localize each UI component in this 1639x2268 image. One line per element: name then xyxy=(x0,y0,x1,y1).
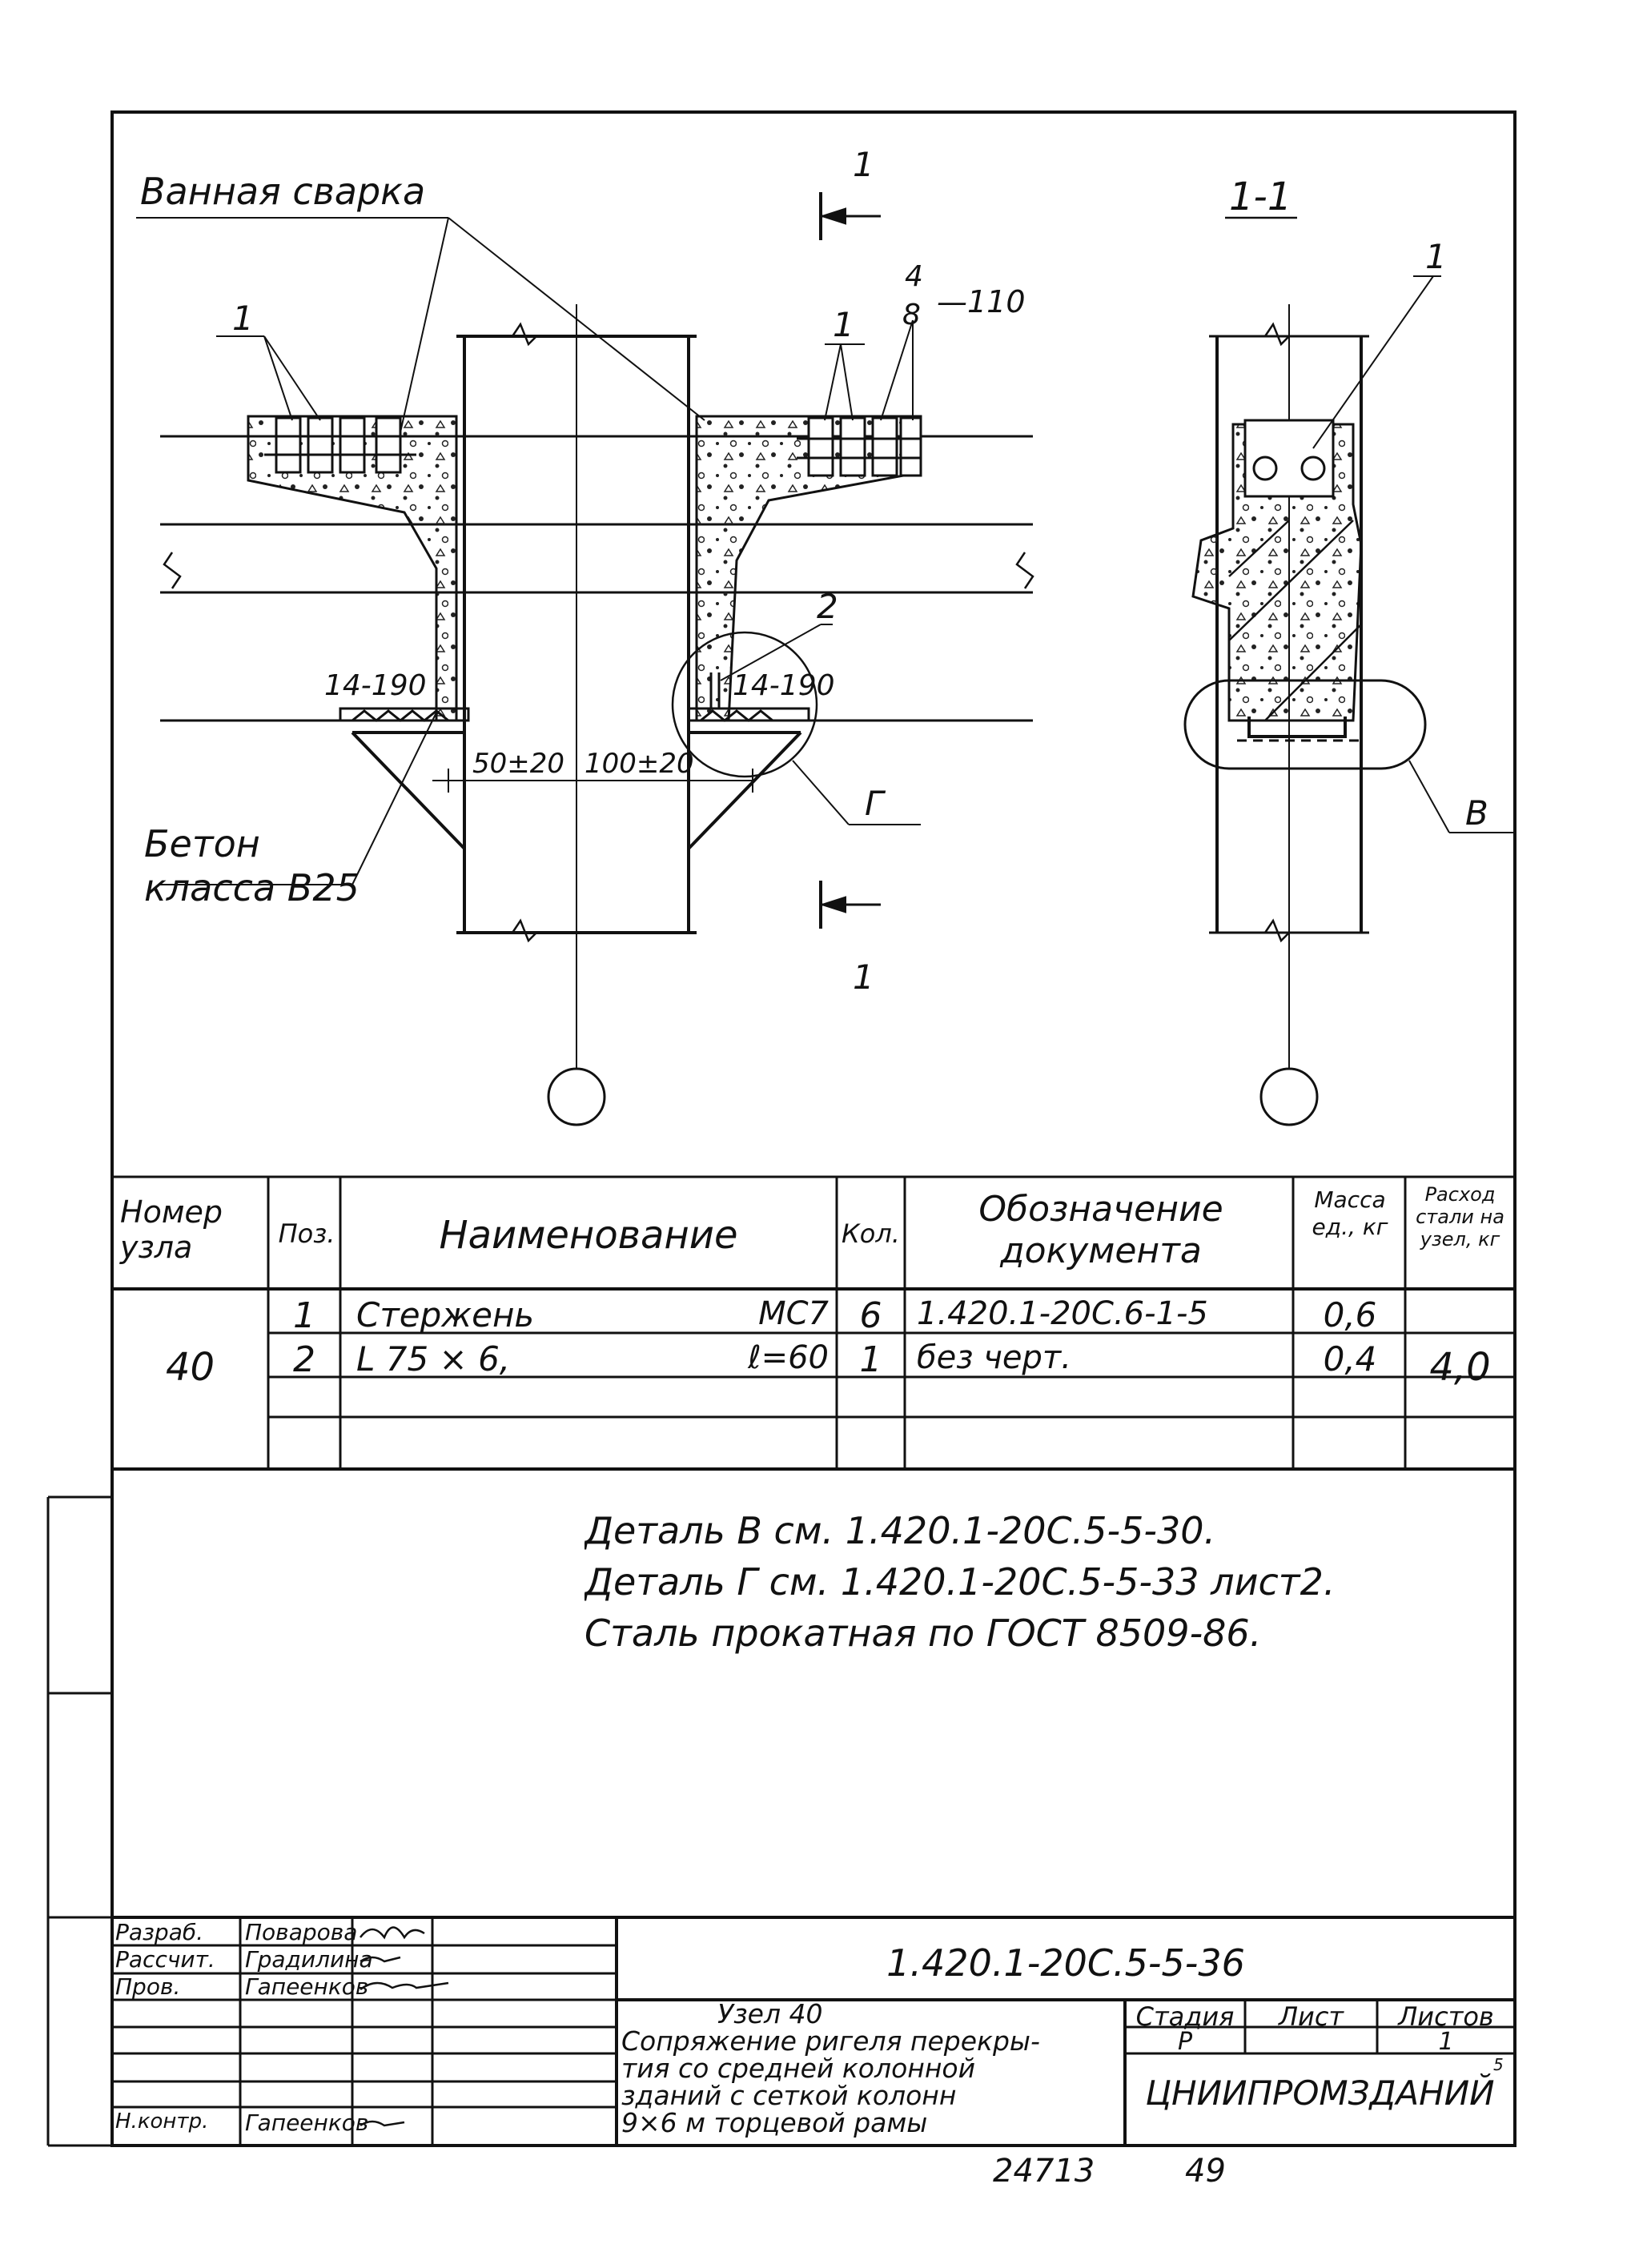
sheets-label: Листов xyxy=(1398,2001,1494,2032)
row2-mark: ℓ=60 xyxy=(748,1339,829,1376)
row2-qty: 1 xyxy=(859,1339,882,1380)
title-block: Разраб. Рассчит. Пров. Н.контр. Поварова… xyxy=(115,1919,1504,2137)
title-role-8: Н.контр. xyxy=(115,2109,209,2134)
left-rebar xyxy=(264,416,416,474)
cut-mark-bottom: 1 xyxy=(853,957,874,997)
sheets-value: 1 xyxy=(1438,2028,1454,2056)
row2-name: L 75 × 6, xyxy=(356,1339,511,1379)
document-code: 1.420.1-20С.5-5-36 xyxy=(886,1941,1245,1985)
row2-doc: без черт. xyxy=(917,1339,1071,1376)
header-mass: Масса ед., кг xyxy=(1312,1186,1388,1240)
row1-doc: 1.420.1-20С.6-1-5 xyxy=(917,1295,1208,1332)
section-1-1-view xyxy=(1183,216,1513,1069)
spec-table: Номер узла Поз. Наименование Кол. Обозна… xyxy=(120,1183,1504,1390)
pos1-section-label: 1 xyxy=(1425,237,1447,276)
dim-left: 50±20 xyxy=(472,748,564,780)
column-corbels xyxy=(351,731,802,933)
stage-label: Стадия xyxy=(1135,2001,1235,2032)
header-pos: Поз. xyxy=(278,1218,335,1249)
note-2: Деталь Г см. 1.420.1-20С.5-5-33 лист2. xyxy=(584,1560,1336,1604)
title-role-1: Разраб. xyxy=(115,1919,204,1945)
title-line-2: Сопряжение ригеля перекры- xyxy=(621,2025,1040,2057)
sheet-label: Лист xyxy=(1278,2001,1344,2032)
spacing-top: —110 xyxy=(937,284,1026,319)
note-3: Сталь прокатная по ГОСТ 8509-86. xyxy=(584,1612,1262,1655)
pos48-top: 4 xyxy=(905,260,923,293)
concrete-label-2: класса В25 xyxy=(144,866,360,909)
sheet-small: 5 xyxy=(1493,2055,1504,2074)
dimension-lines xyxy=(432,769,753,793)
consumption-value: 4,0 xyxy=(1429,1345,1491,1390)
title-text: Узел 40 Сопряжение ригеля перекры- тия с… xyxy=(621,2001,1126,2137)
title-line-3: тия со средней колонной xyxy=(621,2053,976,2084)
header-consumption: Расход стали на узел, кг xyxy=(1416,1183,1504,1250)
pos2-label: 2 xyxy=(817,587,838,626)
bearing-plates xyxy=(339,672,810,722)
pos1-right-label: 1 xyxy=(833,305,854,344)
section-cut-marks xyxy=(819,192,881,929)
header-node: Номер узла xyxy=(120,1194,223,1265)
row1-name: Стержень xyxy=(356,1295,535,1335)
spacing-bottom-left: 14-190 xyxy=(324,669,427,702)
cut-mark-top: 1 xyxy=(853,145,874,184)
column-outline xyxy=(456,304,697,1073)
organization: ЦНИИПРОМЗДАНИЙ xyxy=(1145,2073,1495,2113)
detail-g-label: Г xyxy=(865,784,886,823)
header-doc: Обозначение документа xyxy=(978,1189,1223,1271)
title-name-3: Гапеенков xyxy=(245,1973,369,2000)
break-marks xyxy=(163,322,1034,943)
header-name: Наименование xyxy=(439,1213,738,1258)
weld-label: Ванная сварка xyxy=(140,170,425,213)
notes-block: Деталь В см. 1.420.1-20С.5-5-30. Деталь … xyxy=(584,1509,1336,1655)
title-line-4: зданий с сеткой колонн xyxy=(621,2080,957,2111)
note-1: Деталь В см. 1.420.1-20С.5-5-30. xyxy=(584,1509,1216,1552)
spacing-bottom-right: 14-190 xyxy=(733,669,835,702)
spec-table-grid xyxy=(112,1175,1515,1471)
node-number: 40 xyxy=(165,1345,215,1390)
title-role-2: Рассчит. xyxy=(115,1946,215,1973)
title-name-2: Градилина xyxy=(245,1946,373,1973)
row1-mass: 0,6 xyxy=(1323,1295,1377,1335)
title-name-8: Гапеенков xyxy=(245,2109,369,2136)
pos48-bottom: 8 xyxy=(902,299,921,331)
axis-circle-main xyxy=(547,1067,606,1126)
dim-right: 100±20 xyxy=(584,748,694,780)
page-number: 49 xyxy=(1185,2153,1226,2190)
stage-value: Р xyxy=(1177,2028,1193,2056)
title-line-1: Узел 40 xyxy=(717,1998,823,2029)
title-line-5: 9×6 м торцевой рамы xyxy=(621,2107,928,2138)
leader-lines xyxy=(136,217,914,885)
inventory-number: 24713 xyxy=(993,2153,1095,2190)
row1-pos: 1 xyxy=(293,1295,315,1336)
pos1-left-label: 1 xyxy=(232,299,254,338)
row1-qty: 6 xyxy=(859,1295,882,1336)
left-beam-section xyxy=(247,415,458,722)
detail-circle-g xyxy=(671,631,818,778)
axis-circle-section xyxy=(1259,1067,1319,1126)
row1-mark: МС7 xyxy=(758,1295,829,1332)
detail-v-label: В xyxy=(1465,793,1488,833)
title-name-1: Поварова xyxy=(245,1919,358,1945)
sheet-frame xyxy=(110,110,1516,2147)
concrete-label-1: Бетон xyxy=(144,822,260,865)
section-title: 1-1 xyxy=(1229,175,1292,219)
title-role-3: Пров. xyxy=(115,1973,181,2000)
signatures xyxy=(360,1926,449,2127)
header-qty: Кол. xyxy=(842,1218,900,1249)
right-rebar xyxy=(797,416,922,477)
row2-pos: 2 xyxy=(293,1339,315,1380)
title-block-grid xyxy=(112,1916,1515,2146)
row2-mass: 0,4 xyxy=(1323,1339,1377,1379)
